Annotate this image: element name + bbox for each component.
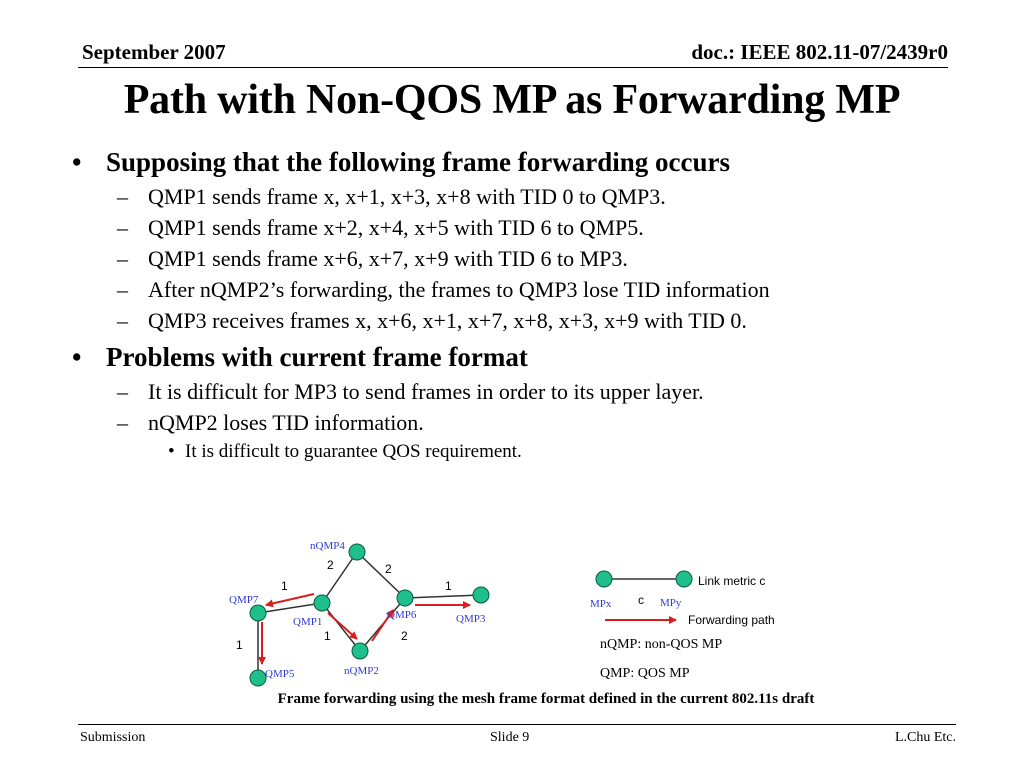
forward-arrow-nqmp2-qmp6 <box>371 609 394 642</box>
forward-arrow-qmp1-qmp7 <box>265 593 315 608</box>
label-qmp6: QMP6 <box>387 609 417 621</box>
link-nqmp4-qmp6 <box>356 551 406 599</box>
dash-marker: – <box>117 184 128 209</box>
node-qmp5 <box>249 669 267 687</box>
node-qmp3 <box>472 586 490 604</box>
legend-nqmp-definition: nQMP: non-QOS MP <box>600 637 723 652</box>
sub-bullet-1-2: –QMP1 sends frame x+2, x+4, x+5 with TID… <box>70 216 970 240</box>
dash-marker: – <box>117 410 128 435</box>
legend-forwarding-path-text: Forwarding path <box>688 613 775 627</box>
dash-marker: – <box>117 379 128 404</box>
bullet-content: • Supposing that the following frame forw… <box>70 146 970 463</box>
bullet-1: • Supposing that the following frame forw… <box>70 146 970 178</box>
legend-node-mpx <box>595 570 613 588</box>
header-doc-id: doc.: IEEE 802.11-07/2439r0 <box>691 40 948 64</box>
metric-nqmp4-qmp6: 2 <box>385 562 392 576</box>
sub-bullet-text: nQMP2 loses TID information. <box>148 410 424 435</box>
sub-bullet-2-2: –nQMP2 loses TID information. <box>70 411 970 435</box>
label-nqmp2: nQMP2 <box>344 665 379 677</box>
legend-mpy-label: MPy <box>660 597 682 609</box>
metric-qmp1-nqmp2: 1 <box>324 629 331 643</box>
dash-marker: – <box>117 215 128 240</box>
sub-sub-bullet-2-2-1: • It is difficult to guarantee QOS requir… <box>70 441 970 463</box>
slide-title: Path with Non-QOS MP as Forwarding MP <box>123 77 901 123</box>
label-qmp7: QMP7 <box>229 594 259 606</box>
sub-bullet-1-4: –After nQMP2’s forwarding, the frames to… <box>70 278 848 302</box>
node-qmp7 <box>249 604 267 622</box>
dash-marker: – <box>117 308 128 333</box>
link-qmp6-qmp3 <box>404 594 482 599</box>
node-qmp6 <box>396 589 414 607</box>
legend-metric-symbol: c <box>638 593 644 607</box>
bullet-1-text: Supposing that the following frame forwa… <box>106 147 731 177</box>
node-nqmp2 <box>351 642 369 660</box>
bullet-2-text: Problems with current frame format <box>106 342 528 372</box>
legend-qmp-definition: QMP: QOS MP <box>600 666 690 681</box>
sub-bullet-text: QMP1 sends frame x, x+1, x+3, x+8 with T… <box>148 184 666 209</box>
legend-mpx-label: MPx <box>590 598 612 610</box>
footer-author: L.Chu Etc. <box>894 730 956 745</box>
header-date: September 2007 <box>82 40 226 64</box>
metric-qmp1-nqmp4: 2 <box>327 558 334 572</box>
label-qmp3: QMP3 <box>456 613 486 625</box>
label-nqmp4: nQMP4 <box>310 540 345 552</box>
metric-qmp7-qmp1: 1 <box>281 579 288 593</box>
node-nqmp4 <box>348 543 366 561</box>
dash-marker: – <box>117 277 128 302</box>
label-qmp5: QMP5 <box>265 668 295 680</box>
sub-bullet-text: QMP1 sends frame x+2, x+4, x+5 with TID … <box>148 215 644 240</box>
bullet-dot: • <box>72 147 82 177</box>
bullet-2: • Problems with current frame format <box>70 341 970 373</box>
legend-link-metric-text: Link metric c <box>698 574 765 588</box>
metric-qmp7-qmp5: 1 <box>236 638 243 652</box>
legend-node-mpy <box>675 570 693 588</box>
footer-submission: Submission <box>80 730 146 745</box>
link-qmp7-qmp1 <box>257 602 323 614</box>
sub-bullet-text: QMP1 sends frame x+6, x+7, x+9 with TID … <box>148 246 628 271</box>
sub-sub-bullet-text: It is difficult to guarantee QOS require… <box>185 441 522 462</box>
metric-qmp6-qmp3: 1 <box>445 579 452 593</box>
bullet-dot: • <box>168 441 175 462</box>
label-qmp1: QMP1 <box>293 616 322 628</box>
bullet-dot: • <box>72 342 82 372</box>
link-qmp1-nqmp4 <box>321 551 358 604</box>
sub-bullet-1-5: –QMP3 receives frames x, x+6, x+1, x+7, … <box>70 309 970 333</box>
footer-rule <box>78 724 956 725</box>
sub-bullet-text: QMP3 receives frames x, x+6, x+1, x+7, x… <box>148 308 747 333</box>
sub-bullet-1-3: –QMP1 sends frame x+6, x+7, x+9 with TID… <box>70 247 970 271</box>
footer-slide-number: Slide 9 <box>490 730 530 745</box>
forward-arrow-qmp1-nqmp2 <box>327 612 358 640</box>
sub-bullet-1-1: –QMP1 sends frame x, x+1, x+3, x+8 with … <box>70 185 970 209</box>
header-rule <box>78 67 948 68</box>
dash-marker: – <box>117 246 128 271</box>
sub-bullet-text: After nQMP2’s forwarding, the frames to … <box>148 277 770 302</box>
node-qmp1 <box>313 594 331 612</box>
sub-bullet-2-1: –It is difficult for MP3 to send frames … <box>70 380 970 404</box>
metric-nqmp2-qmp6: 2 <box>401 629 408 643</box>
link-qmp1-nqmp2 <box>321 602 361 652</box>
sub-bullet-text: It is difficult for MP3 to send frames i… <box>148 379 704 404</box>
diagram-caption: Frame forwarding using the mesh frame fo… <box>277 691 815 707</box>
